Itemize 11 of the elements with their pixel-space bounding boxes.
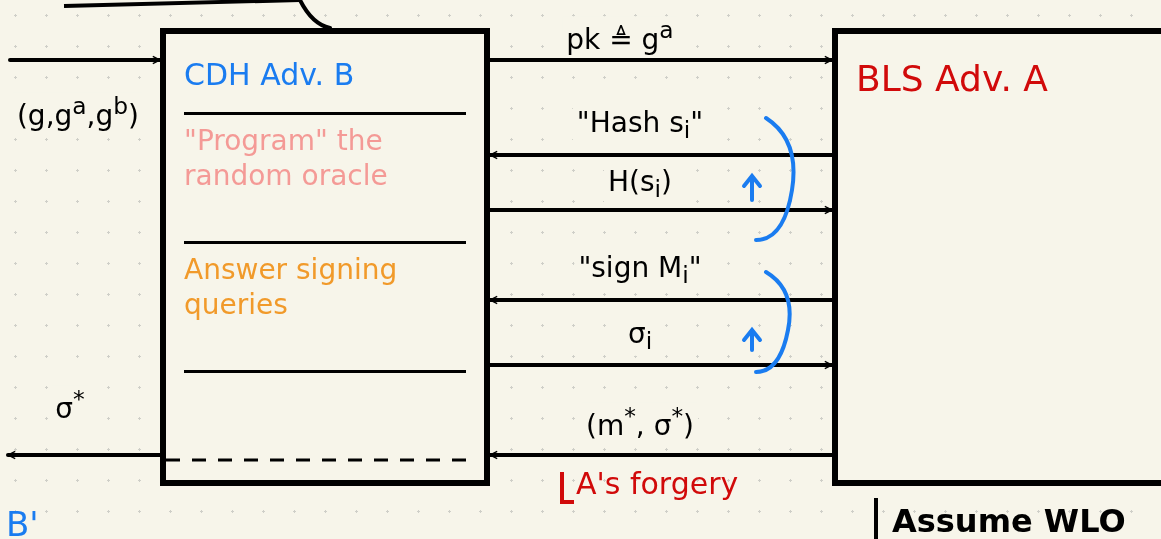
annotation-text: B' xyxy=(6,504,39,539)
box-text: Answer signing queries xyxy=(184,253,398,321)
box-text: "Program" the random oracle xyxy=(184,124,388,192)
box-title: BLS Adv. A xyxy=(856,58,1048,99)
annotation-text: A's forgery xyxy=(576,466,739,501)
adversary-box xyxy=(832,28,1161,486)
arrow xyxy=(8,55,162,65)
reduction-box xyxy=(160,28,490,486)
box-title: CDH Adv. B xyxy=(184,57,355,92)
arrow xyxy=(6,450,162,460)
note-text: Assume WLO xyxy=(892,502,1126,539)
